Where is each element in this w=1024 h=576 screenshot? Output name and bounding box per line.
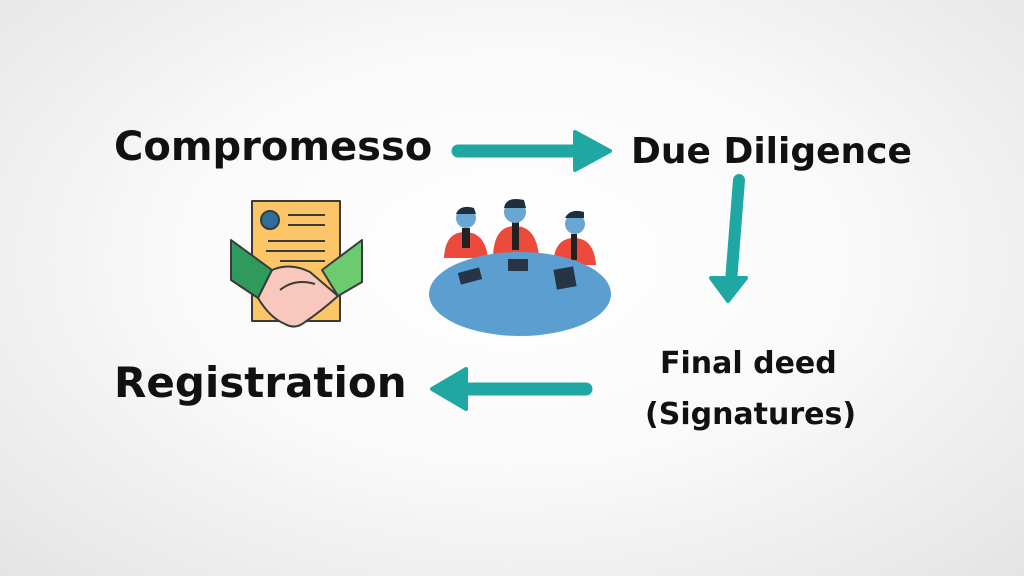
meeting-table-icon: [429, 199, 611, 336]
step-final-deed-signatures: (Signatures): [645, 397, 857, 432]
step-final-deed: Final deed: [660, 346, 837, 381]
step-compromesso: Compromesso: [114, 124, 433, 170]
person-left: [444, 206, 488, 258]
arrow-down-icon: [709, 174, 748, 303]
arrow-right-icon: [451, 130, 612, 172]
step-due-diligence: Due Diligence: [631, 131, 912, 172]
arrow-left-icon: [430, 367, 593, 411]
handshake-contract-icon: [230, 200, 363, 328]
step-registration: Registration: [114, 358, 407, 407]
person-center: [493, 199, 539, 256]
